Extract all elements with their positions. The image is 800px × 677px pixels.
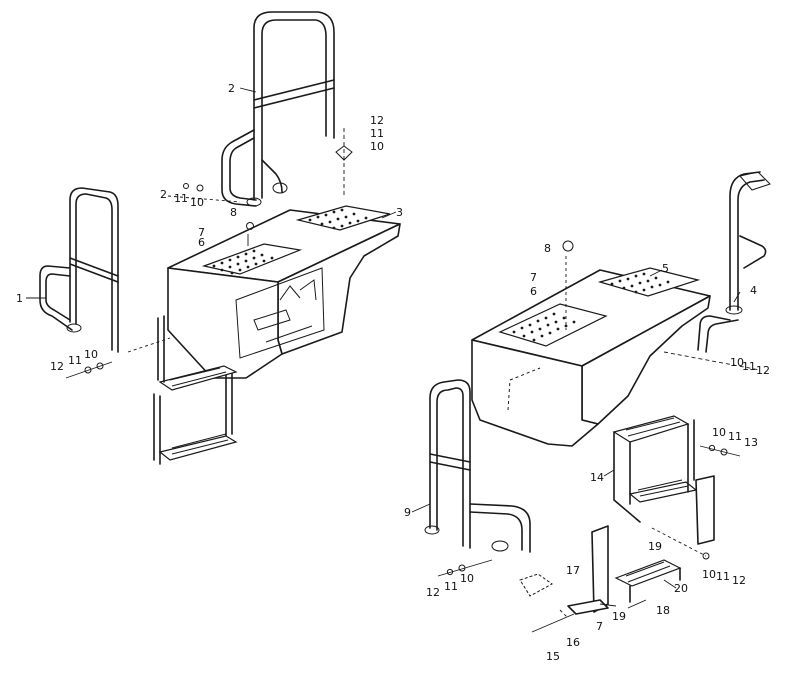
callout-9: 9 [404,506,411,519]
callout-12c: 12 [50,360,64,373]
callout-11e: 11 [728,430,742,443]
callout-6a: 6 [198,236,205,249]
callout-17: 17 [566,564,580,577]
callout-7a: 7 [198,226,205,239]
callout-7c: 7 [596,620,603,633]
callout-11a: 11 [174,192,188,205]
callout-3: 3 [396,206,403,219]
callout-2: 2 [228,82,235,95]
step-part-20 [614,559,682,603]
step-box-part-3 [167,205,401,379]
callout-4: 4 [750,284,757,297]
callout-10b: 10 [370,140,384,153]
step-box-part-5 [471,267,711,447]
callout-12g: 12 [756,364,770,377]
callout-7b: 7 [530,271,537,284]
callout-12a: 12 [370,114,384,127]
callout-6b: 6 [530,285,537,298]
callout-11b: 11 [370,127,384,140]
callout-8a: 8 [230,206,237,219]
fasteners-right [437,240,741,633]
step-assembly-part-14 [612,415,715,545]
callout-5: 5 [662,262,669,275]
callout-15: 15 [546,650,560,663]
callout-leaders [26,87,741,609]
callout-10f: 10 [702,568,716,581]
callout-14: 14 [590,471,604,484]
callout-11g: 11 [742,360,756,373]
callout-2b: 2 [160,188,167,201]
callout-18: 18 [656,604,670,617]
callout-16: 16 [566,636,580,649]
grate-panel-c [498,303,608,347]
callout-13: 13 [744,436,758,449]
callout-11c: 11 [68,354,82,367]
callout-10e: 10 [712,426,726,439]
callout-12d: 12 [426,586,440,599]
callout-11f: 11 [716,570,730,583]
handrail-part-1 [39,187,119,353]
callout-8b: 8 [544,242,551,255]
fasteners-left [65,128,353,379]
step-ladder-left [153,315,238,465]
callout-10a: 10 [190,196,204,209]
callout-labels: 1 2 3 2 11 10 12 11 10 8 7 6 12 11 10 4 … [16,82,770,663]
callout-19b: 19 [612,610,626,623]
callout-10c: 10 [84,348,98,361]
grate-panel-a [201,243,303,275]
callout-20: 20 [674,582,688,595]
handrail-part-4 [663,171,771,371]
callout-19: 19 [648,540,662,553]
plate-part-19 [567,525,609,615]
callout-12f: 12 [732,574,746,587]
callout-11d: 11 [444,580,458,593]
handrail-part-2 [221,11,335,207]
callout-10g: 10 [730,356,744,369]
callout-10d: 10 [460,572,474,585]
callout-1: 1 [16,292,23,305]
handrail-part-9 [424,379,553,597]
